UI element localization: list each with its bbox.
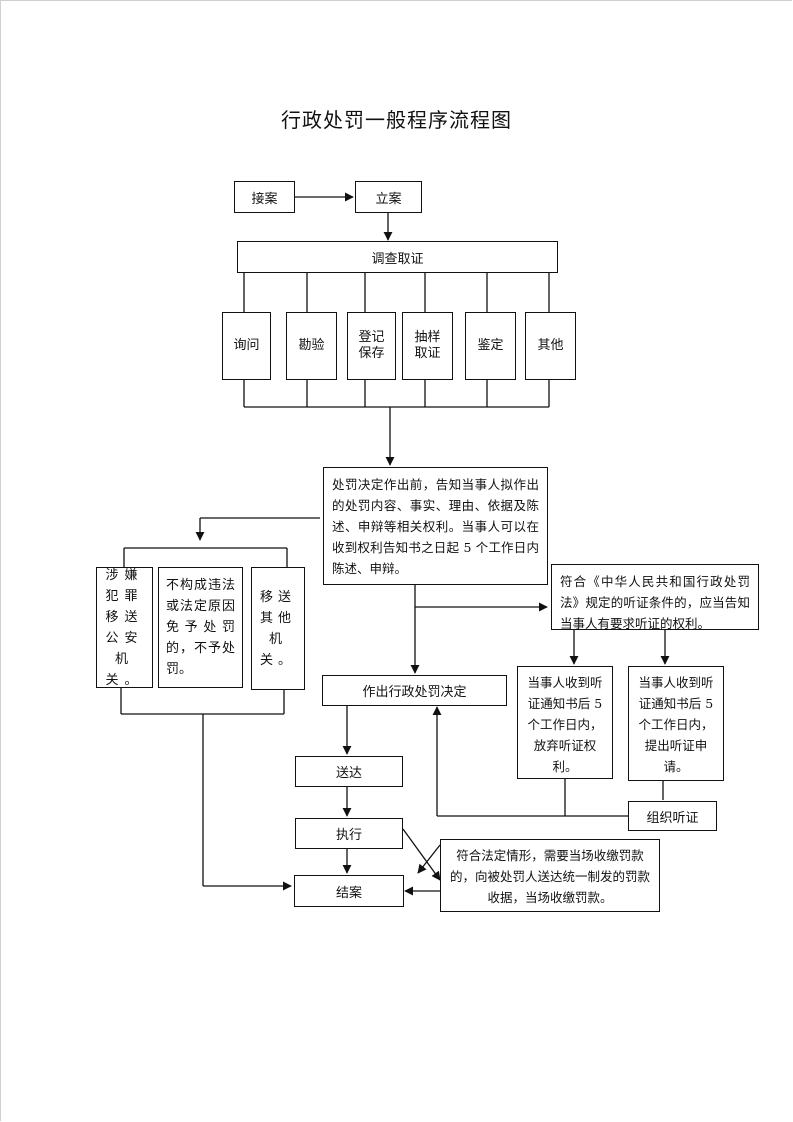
make-decision-box: 作出行政处罚决定 [322,675,507,706]
request-hearing-box: 当事人收到听证通知书后 5 个工作日内，提出听证申请。 [628,666,724,781]
appraisal-box: 鉴定 [465,312,516,380]
execute-label: 执行 [335,828,362,843]
transfer-police-text: 涉嫌犯罪移送公安机关。 [105,567,144,688]
page-title: 行政处罚一般程序流程图 [281,108,512,132]
other-box: 其他 [525,312,576,380]
pre-notice-box: 处罚决定作出前，告知当事人拟作出的处罚内容、事实、理由、依据及陈述、申辩等相关权… [323,467,548,585]
sampling-label: 抽样取证 [414,330,441,361]
waive-hearing-text: 当事人收到听证通知书后 5 个工作日内，放弃听证权利。 [527,675,603,774]
waive-hearing-box: 当事人收到听证通知书后 5 个工作日内，放弃听证权利。 [517,666,613,779]
transfer-police-box: 涉嫌犯罪移送公安机关。 [96,567,153,688]
register-case-box: 立案 [355,181,422,213]
onsite-fine-box: 符合法定情形，需要当场收缴罚款的，向被处罚人送达统一制发的罚款收据，当场收缴罚款… [440,839,660,912]
deliver-box: 送达 [295,756,403,787]
request-hearing-text: 当事人收到听证通知书后 5 个工作日内，提出听证申请。 [638,675,714,774]
hearing-notice-text: 符合《中华人民共和国行政处罚法》规定的听证条件的，应当告知当事人有要求听证的权利… [560,574,750,631]
register-preserve-box: 登记保存 [347,312,396,380]
investigate-label: 调查取证 [371,251,424,267]
inspection-box: 勘验 [286,312,337,380]
sampling-box: 抽样取证 [402,312,453,380]
organize-hearing-label: 组织听证 [646,810,699,826]
inspection-label: 勘验 [298,338,325,353]
investigate-box: 调查取证 [237,241,558,273]
no-penalty-box: 不构成违法或法定原因免予处罚的，不予处罚。 [158,567,243,688]
deliver-label: 送达 [335,766,362,781]
organize-hearing-box: 组织听证 [628,801,717,831]
appraisal-label: 鉴定 [477,338,504,353]
close-case-box: 结案 [294,875,404,907]
pre-notice-text: 处罚决定作出前，告知当事人拟作出的处罚内容、事实、理由、依据及陈述、申辩等相关权… [332,477,539,576]
register-preserve-label: 登记保存 [358,330,385,361]
inquiry-label: 询问 [233,338,260,353]
register-case-label: 立案 [375,191,402,207]
inquiry-box: 询问 [222,312,271,380]
onsite-fine-text: 符合法定情形，需要当场收缴罚款的，向被处罚人送达统一制发的罚款收据，当场收缴罚款… [449,848,650,905]
execute-box: 执行 [295,818,403,849]
make-decision-label: 作出行政处罚决定 [362,685,467,700]
accept-case-box: 接案 [234,181,295,213]
other-label: 其他 [537,338,564,353]
no-penalty-text: 不构成违法或法定原因免予处罚的，不予处罚。 [166,578,235,677]
close-case-label: 结案 [335,885,362,901]
accept-case-label: 接案 [251,191,278,207]
transfer-other-box: 移送其他机关。 [251,567,305,690]
transfer-other-text: 移送其他机关。 [260,589,297,668]
hearing-notice-box: 符合《中华人民共和国行政处罚法》规定的听证条件的，应当告知当事人有要求听证的权利… [551,564,759,631]
